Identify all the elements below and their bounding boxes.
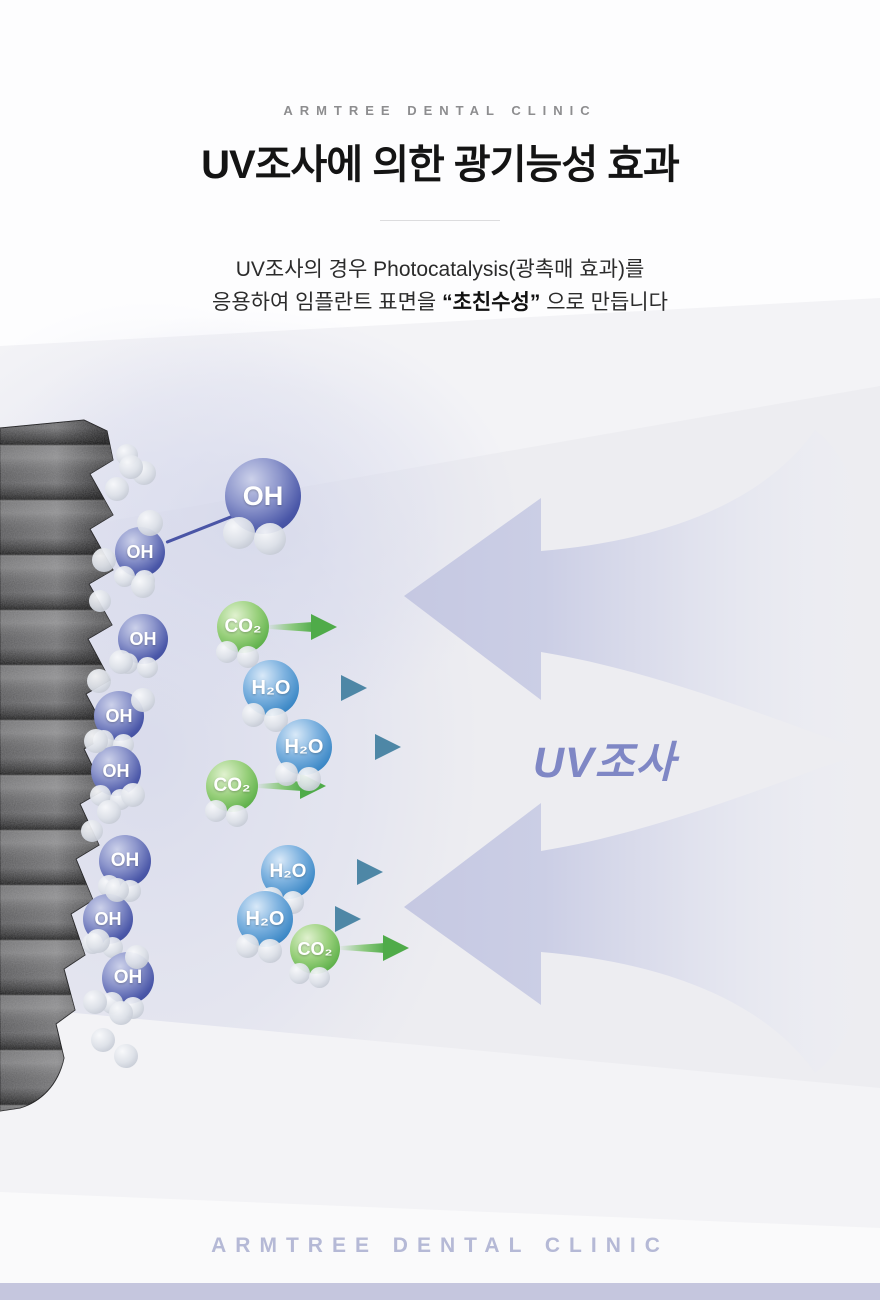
- surface-droplet: [84, 729, 108, 753]
- hydrogen-sphere: [215, 641, 238, 664]
- co2-molecule: CO₂: [204, 760, 258, 827]
- surface-droplet: [121, 783, 145, 807]
- hydrogen-sphere: [137, 657, 158, 678]
- bg-wedge-bottom2: [0, 1192, 880, 1300]
- arrow-head: [311, 614, 337, 640]
- h2o-emission-arrow: [330, 734, 402, 760]
- surface-droplet: [119, 455, 143, 479]
- implant-graphic: [0, 419, 114, 1112]
- hydrogen-sphere: [264, 708, 288, 732]
- molecule-label: CO₂: [297, 938, 333, 959]
- oh-molecule: OH: [223, 458, 301, 556]
- oh-molecule: OH: [114, 527, 165, 591]
- hydrogen-sphere: [274, 762, 299, 786]
- molecule-label: H₂O: [269, 861, 307, 882]
- surface-droplet: [87, 669, 111, 693]
- h2o-molecule: H₂O: [241, 660, 299, 732]
- surface-droplet: [105, 477, 129, 501]
- molecule-label: H₂O: [245, 907, 285, 930]
- title-divider: [380, 220, 500, 221]
- h2o-emission-arrow: [296, 675, 368, 701]
- molecule-label: H₂O: [284, 735, 324, 758]
- hydrogen-sphere: [289, 962, 310, 984]
- h2o-molecule: H₂O: [235, 891, 293, 963]
- arrow-head: [375, 734, 401, 760]
- arrow-head: [383, 935, 409, 961]
- arrow-shaft: [255, 781, 302, 791]
- hydrogen-sphere: [114, 565, 135, 587]
- hydrogen-sphere: [253, 523, 286, 556]
- footer-accent-bar: [0, 1283, 880, 1300]
- surface-droplet: [109, 650, 133, 674]
- arrow-shaft: [312, 867, 359, 877]
- surface-droplet: [91, 1028, 115, 1052]
- molecule-label: CO₂: [213, 775, 251, 796]
- arrow-head: [341, 675, 367, 701]
- hydrogen-sphere: [309, 967, 330, 988]
- molecule-label: OH: [102, 760, 130, 781]
- hydrogen-sphere: [225, 804, 248, 827]
- arrow-shaft: [290, 914, 337, 924]
- arrow-shaft: [338, 943, 385, 953]
- oh-molecule: OH: [97, 835, 151, 902]
- hydrogen-sphere: [297, 767, 321, 791]
- header: ARMTREE DENTAL CLINIC UV조사에 의한 광기능성 효과 U…: [0, 0, 880, 319]
- uv-irradiation-label: UV조사: [533, 739, 676, 787]
- surface-droplet: [114, 1044, 138, 1068]
- co2-emission-arrow: [266, 614, 338, 640]
- molecule-label: OH: [110, 850, 140, 871]
- surface-droplet: [131, 688, 155, 712]
- page-title: UV조사에 의한 광기능성 효과: [201, 143, 680, 187]
- molecule-label: OH: [105, 705, 133, 726]
- surface-droplet: [81, 820, 103, 842]
- arrow-shaft: [266, 622, 313, 632]
- surface-droplet: [131, 574, 155, 598]
- molecule-label: CO₂: [224, 616, 262, 637]
- hydrophilic-emphasis: “초친수성”: [442, 291, 541, 314]
- molecule-label: OH: [113, 967, 143, 988]
- hydrogen-sphere: [236, 645, 259, 668]
- uv-arrow-top: [404, 430, 878, 755]
- surface-droplet: [97, 800, 121, 824]
- molecule-label: OH: [242, 480, 284, 511]
- h2o-emission-arrow: [312, 859, 384, 885]
- molecule-label: H₂O: [251, 676, 291, 699]
- surface-droplet: [89, 590, 111, 612]
- surface-droplet: [109, 1001, 133, 1025]
- subtitle-line1: UV조사의 경우 Photocatalysis(광촉매 효과)를: [235, 258, 645, 281]
- surface-droplet: [86, 929, 110, 953]
- hydrogen-sphere: [223, 516, 256, 549]
- hydrogen-sphere: [258, 939, 282, 963]
- co2-emission-arrow: [338, 935, 410, 961]
- arrow-shaft: [330, 742, 377, 752]
- co2-molecule: CO₂: [215, 601, 269, 668]
- hydrogen-sphere: [204, 800, 227, 823]
- oh-molecule: OH: [117, 614, 168, 678]
- surface-droplet: [105, 878, 129, 902]
- clinic-brand-footer: ARMTREE DENTAL CLINIC: [211, 1234, 669, 1257]
- molecule-label: OH: [129, 628, 157, 649]
- clinic-brand-top: ARMTREE DENTAL CLINIC: [283, 103, 597, 118]
- subtitle: UV조사의 경우 Photocatalysis(광촉매 효과)를 응용하여 임플…: [0, 253, 880, 319]
- arrow-head: [357, 859, 383, 885]
- hydrogen-sphere: [235, 934, 260, 958]
- molecule-label: OH: [94, 908, 122, 929]
- surface-droplet: [83, 990, 107, 1014]
- molecule-label: OH: [126, 541, 154, 562]
- arrow-shaft: [296, 683, 343, 693]
- h2o-molecule: H₂O: [274, 719, 332, 791]
- surface-droplet: [125, 945, 149, 969]
- h2o-emission-arrow: [290, 906, 362, 932]
- surface-droplet: [92, 548, 116, 572]
- surface-droplet: [137, 510, 163, 536]
- subtitle-line2: 응용하여 임플란트 표면을 “초친수성” 으로 만듭니다: [212, 291, 668, 314]
- hydrogen-sphere: [241, 703, 266, 727]
- co2-molecule: CO₂: [289, 924, 340, 988]
- arrow-head: [335, 906, 361, 932]
